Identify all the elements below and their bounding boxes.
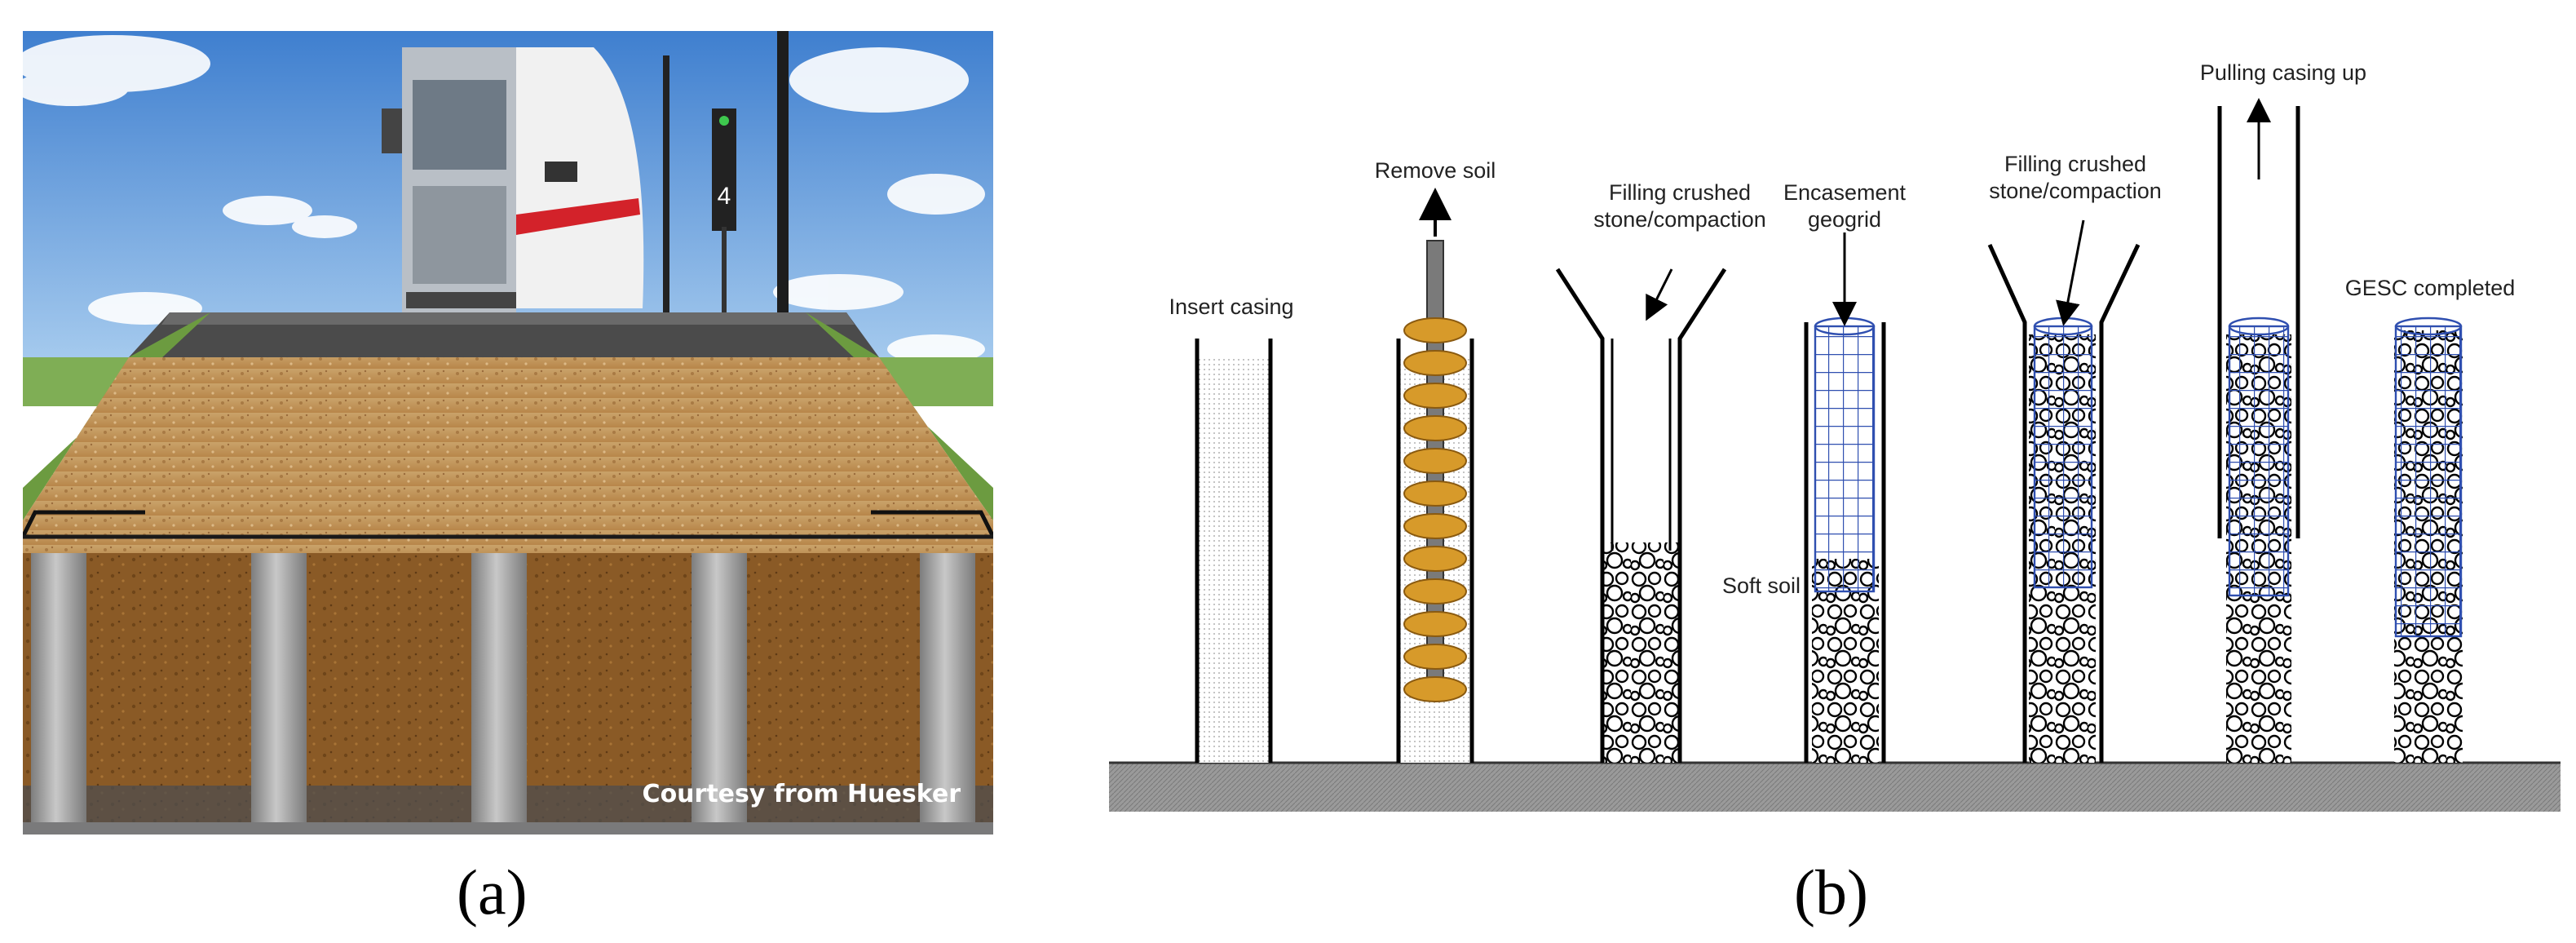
label-encasement-line1: Encasement <box>1783 180 1907 205</box>
label-remove-soil: Remove soil <box>1375 158 1496 183</box>
geogrid-sleeve <box>2228 325 2290 597</box>
step-filling-1: Filling crushed stone/compaction Soft so… <box>1555 180 1801 763</box>
step-pulling-casing: Pulling casing up <box>2200 60 2366 763</box>
auger-flights <box>1403 317 1467 702</box>
panel-label-b: (b) <box>1794 857 1868 928</box>
step-encasement: Encasement geogrid <box>1783 180 1907 763</box>
geogrid-sleeve <box>1814 325 1876 593</box>
image-credit: Courtesy from Huesker <box>643 780 961 808</box>
label-insert-casing: Insert casing <box>1169 294 1293 319</box>
label-filling-1-line1: Filling crushed <box>1609 180 1751 205</box>
column <box>471 553 527 822</box>
step-remove-soil: Remove soil <box>1375 158 1496 763</box>
label-filling-2-line2: stone/compaction <box>1989 179 2162 203</box>
geogrid-sleeve <box>2394 325 2463 638</box>
step-filling-2: Filling crushed stone/compaction <box>1987 152 2162 763</box>
clouds <box>23 35 985 364</box>
column <box>691 553 747 822</box>
stone-columns <box>31 553 975 822</box>
truck <box>382 47 516 317</box>
label-filling-2-line1: Filling crushed <box>2004 152 2146 176</box>
panel-label-a: (a) <box>457 857 528 928</box>
embankment-fill <box>23 357 993 553</box>
construction-sequence-svg: Insert casing Remove <box>1109 60 2561 812</box>
label-gesc-completed: GESC completed <box>2345 276 2516 300</box>
signal-mast: 4 <box>663 31 789 333</box>
embankment-illustration: 4 Courtesy from Huesker <box>23 31 993 847</box>
signal-number: 4 <box>718 183 731 210</box>
label-filling-1-line2: stone/compaction <box>1593 207 1766 232</box>
ground-base <box>1109 763 2561 812</box>
crushed-stone-fill <box>1602 542 1680 763</box>
geogrid-layer-line <box>23 510 993 538</box>
label-encasement-line2: geogrid <box>1808 207 1881 232</box>
column <box>251 553 307 822</box>
step-insert-casing: Insert casing <box>1169 294 1294 763</box>
embankment-illustration-svg: 4 Courtesy from Huesker <box>23 31 993 835</box>
column <box>920 553 975 822</box>
label-soft-soil: Soft soil <box>1722 573 1801 598</box>
column <box>31 553 86 822</box>
step-gesc-completed: GESC completed <box>2345 276 2516 763</box>
train <box>516 47 644 308</box>
construction-sequence-diagram: Insert casing Remove <box>1109 49 2569 865</box>
label-pulling-casing: Pulling casing up <box>2200 60 2366 85</box>
